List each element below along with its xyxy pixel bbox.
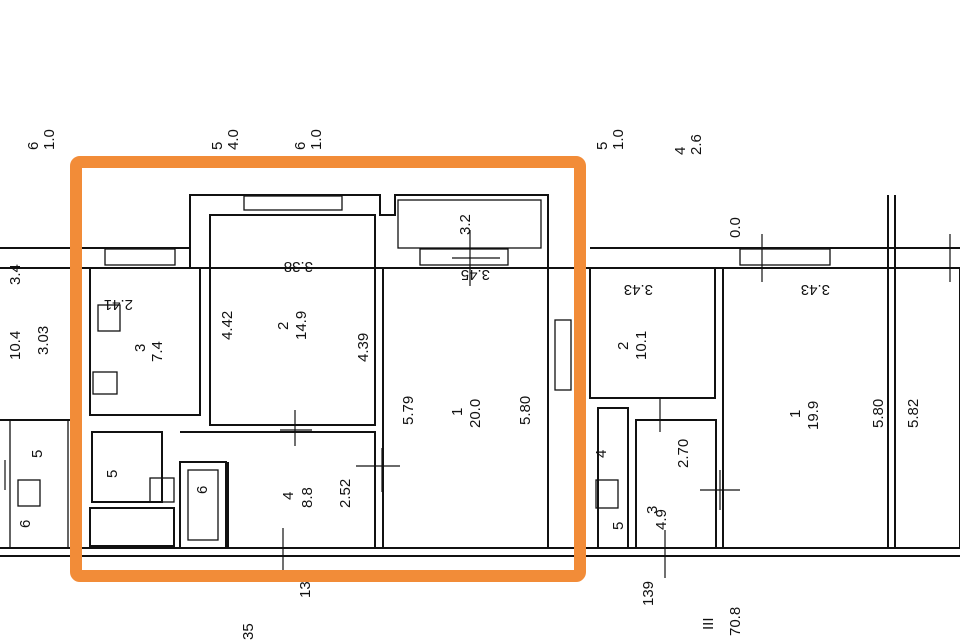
top-zero-label: 0.0	[727, 217, 744, 238]
room2-height-right: 4.39	[355, 333, 372, 362]
room1-number: 1	[449, 408, 466, 416]
b-height-label: 2.70	[675, 439, 692, 468]
walls	[0, 194, 960, 557]
room2-width-label: 3.38	[284, 258, 313, 275]
top-mark-3: 61.0	[292, 129, 325, 150]
b-small-number: 3	[644, 506, 661, 514]
room2-number: 2	[275, 322, 292, 330]
room2-height-left: 4.42	[219, 311, 236, 340]
room-labels: 3.4 10.4 3.03 5 6 2.41 3 7.4 3.38 4.42 2…	[7, 214, 922, 640]
room1-height-left: 5.79	[400, 396, 417, 425]
wc-number: 6	[194, 486, 211, 494]
c-height-right: 5.82	[905, 399, 922, 428]
bottom-13-label: 13	[297, 581, 314, 598]
balcony-label: 3.2	[457, 214, 474, 235]
b-wc-label: 5	[610, 522, 627, 530]
b-width-label: 3.43	[624, 281, 653, 298]
b-roman-label: III	[700, 617, 717, 630]
dimension-ticks	[4, 230, 951, 578]
room1-width-label: 3.45	[461, 266, 490, 283]
bottom-35-label: 35	[240, 623, 257, 640]
top-mark-5: 42.6	[672, 134, 705, 155]
room1-area: 20.0	[467, 399, 484, 428]
b-room-area: 10.1	[633, 331, 650, 360]
b-small-area: 4.9	[653, 509, 670, 530]
c-room-area: 19.9	[805, 401, 822, 430]
left-height-label: 3.4	[7, 264, 24, 285]
top-mark-1: 61.0	[25, 129, 58, 150]
top-mark-2: 54.0	[209, 129, 242, 150]
kitchen-width-label: 2.41	[104, 296, 133, 313]
c-room-number: 1	[787, 410, 804, 418]
kitchen-number: 3	[132, 344, 149, 352]
b-139-label: 139	[640, 581, 657, 606]
room1-height-right: 5.80	[517, 396, 534, 425]
left-area-label: 10.4	[7, 331, 24, 360]
hall-height: 2.52	[337, 479, 354, 508]
highlight-frame	[70, 156, 586, 582]
c-height-left: 5.80	[870, 399, 887, 428]
top-mark-4: 51.0	[594, 129, 627, 150]
bath-number: 5	[104, 470, 121, 478]
top-marks: 61.0 54.0 61.0 51.0 42.6	[25, 129, 705, 155]
b-total-area: 70.8	[727, 607, 744, 636]
b-bath-label: 4	[593, 450, 610, 458]
left-width-label: 3.03	[35, 326, 52, 355]
room2-area: 14.9	[293, 311, 310, 340]
c-width-label: 3.43	[801, 281, 830, 298]
left-wc-label: 6	[17, 520, 34, 528]
kitchen-area: 7.4	[149, 341, 166, 362]
left-bath-label: 5	[29, 450, 46, 458]
hall-number: 4	[280, 492, 297, 500]
hall-area: 8.8	[299, 487, 316, 508]
b-room-number: 2	[615, 342, 632, 350]
